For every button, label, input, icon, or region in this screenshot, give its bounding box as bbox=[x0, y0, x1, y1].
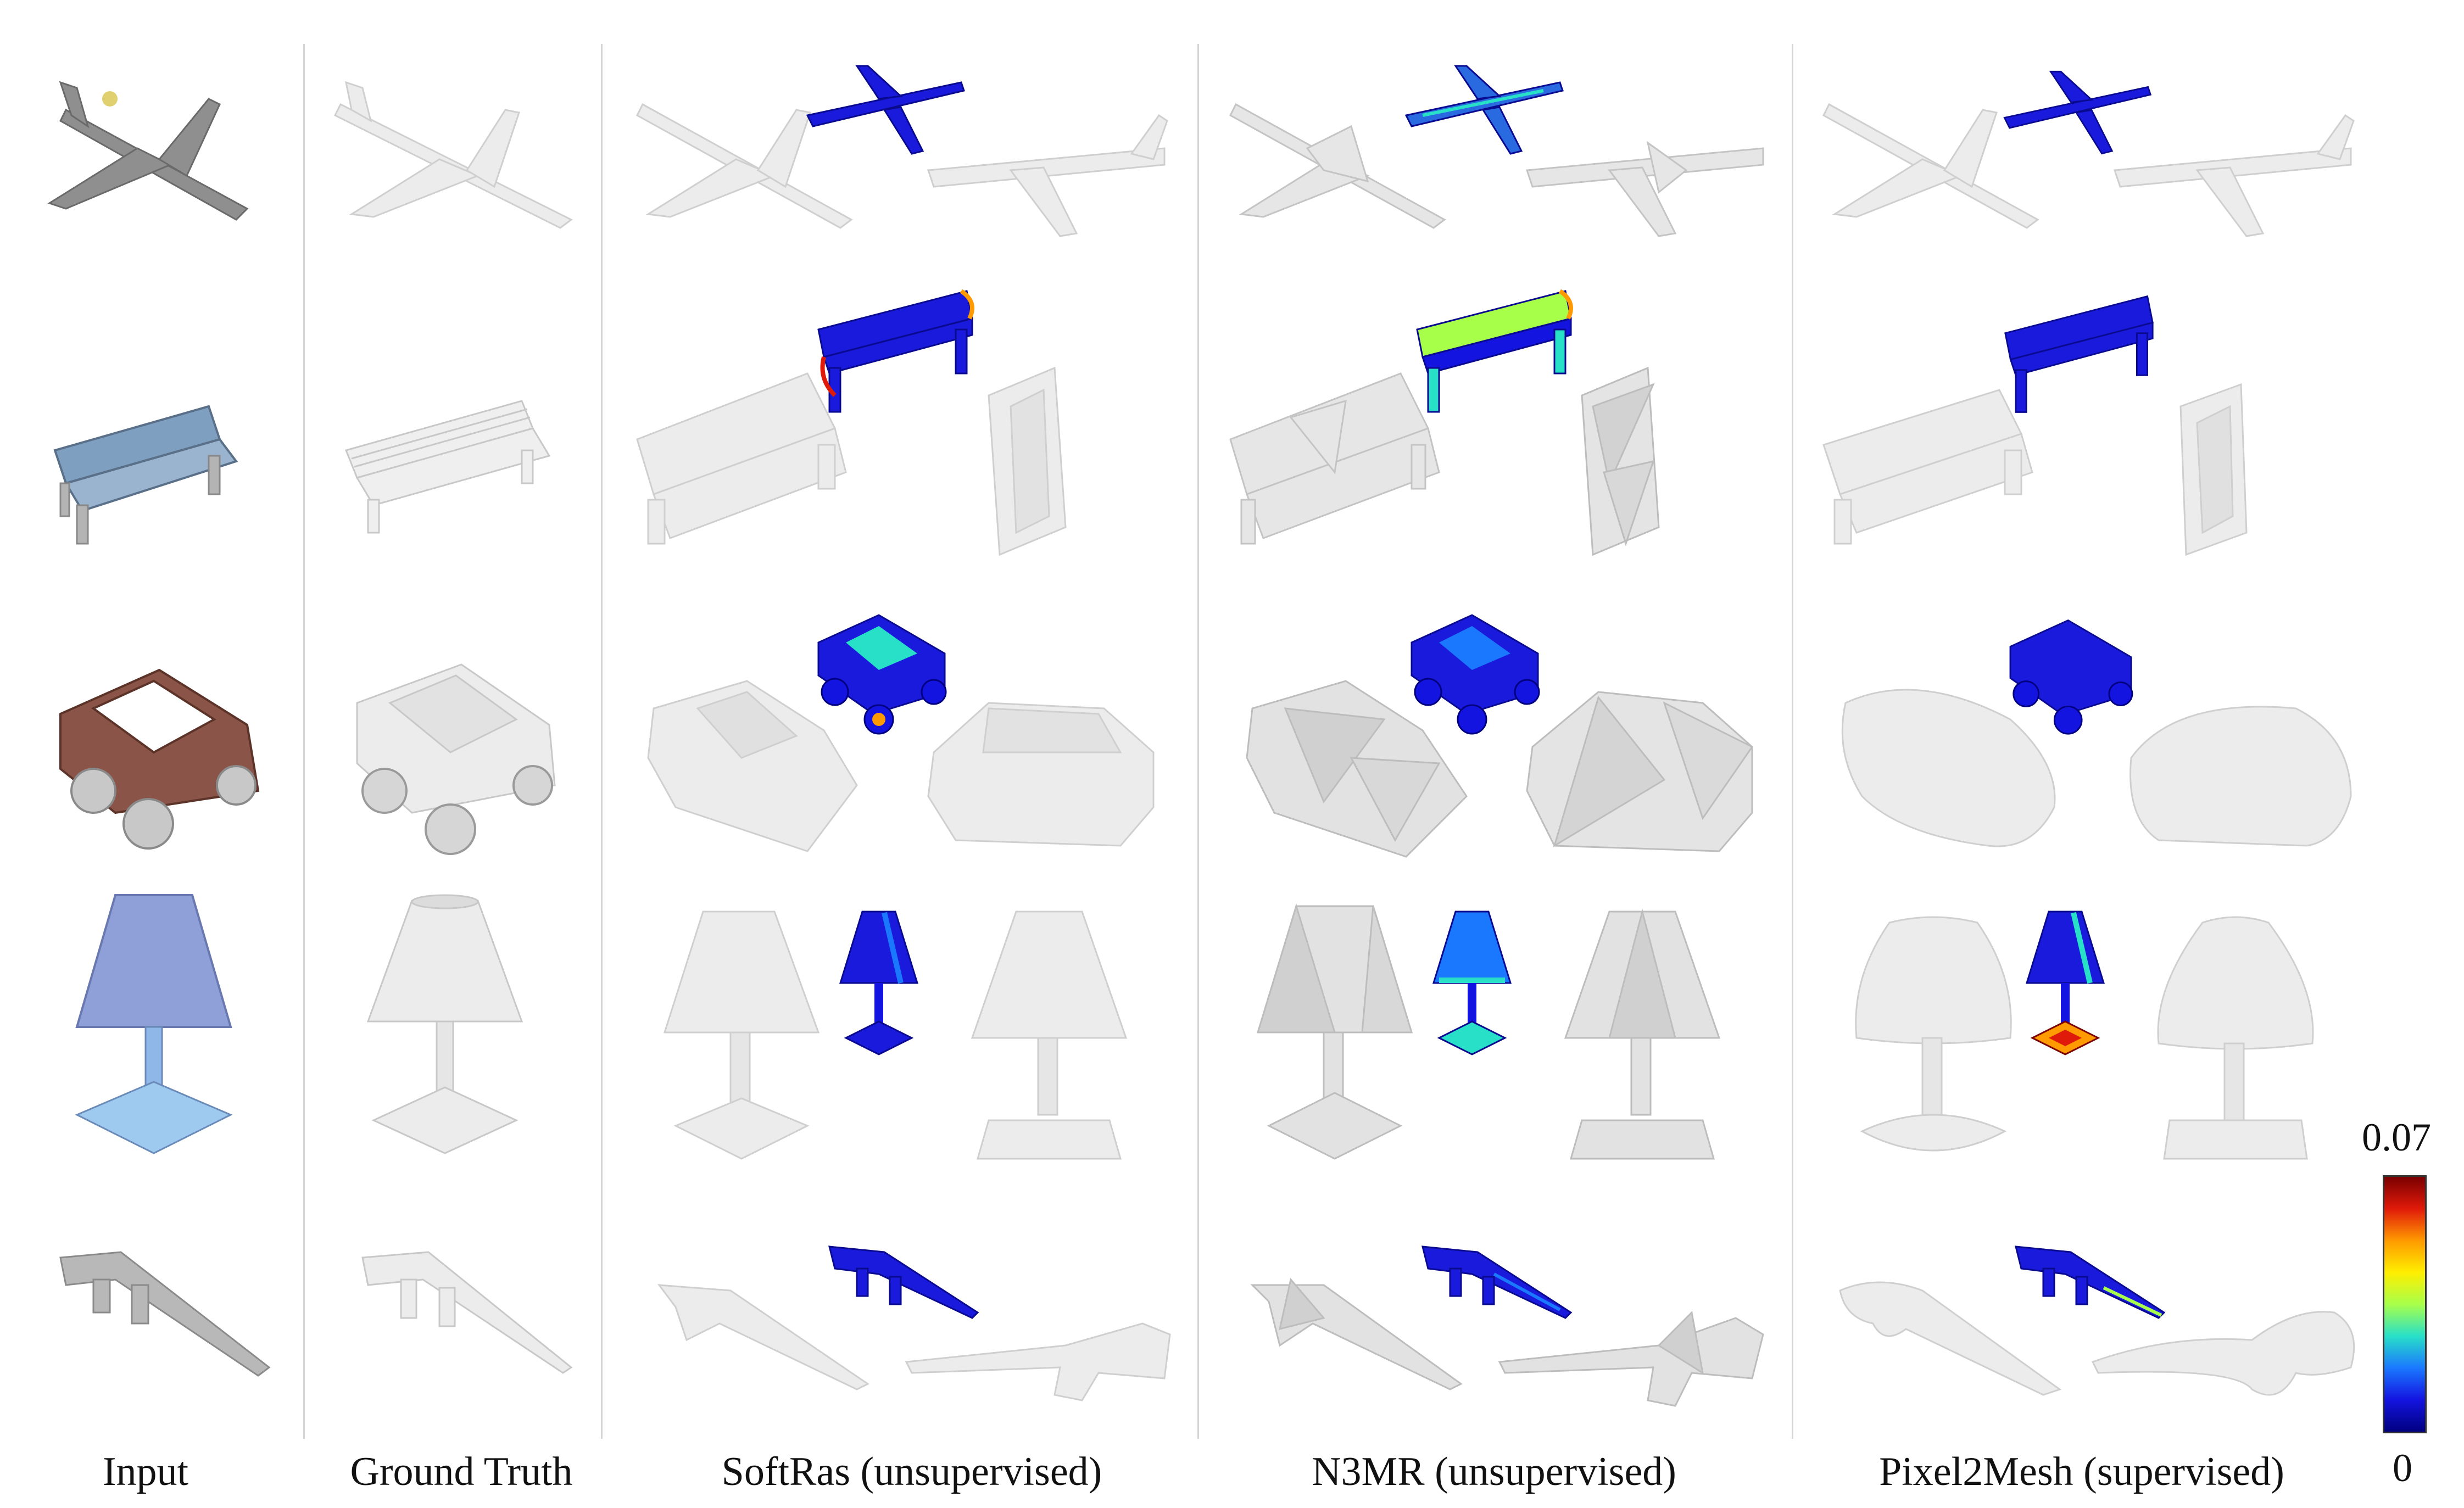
pixel2mesh-bench-view2 bbox=[2164, 373, 2263, 560]
pixel2mesh-airplane-view2 bbox=[2109, 110, 2356, 242]
pixel2mesh-bench-error-map bbox=[1999, 291, 2159, 417]
ground-truth-airplane bbox=[330, 77, 582, 242]
pixel2mesh-lamp-error-map bbox=[2021, 906, 2109, 1060]
softras-rifle-view1 bbox=[654, 1274, 873, 1395]
input-bench-image bbox=[44, 373, 247, 549]
n3mr-car-view1 bbox=[1241, 675, 1478, 862]
column-label-n3mr: N3MR (unsupervised) bbox=[1312, 1449, 1676, 1494]
input-lamp-image bbox=[66, 884, 242, 1159]
pixel2mesh-rifle-error-map bbox=[2010, 1236, 2170, 1323]
ground-truth-bench bbox=[335, 373, 566, 538]
softras-bench-view2 bbox=[978, 362, 1077, 560]
pixel2mesh-airplane-view1 bbox=[1818, 77, 2049, 242]
n3mr-lamp-error-map bbox=[1428, 906, 1516, 1060]
column-label-softras: SoftRas (unsupervised) bbox=[721, 1449, 1102, 1494]
input-airplane-image bbox=[27, 66, 269, 242]
softras-bench-view1 bbox=[632, 362, 851, 560]
softras-car-error-map bbox=[807, 610, 956, 736]
softras-rifle-view2 bbox=[901, 1312, 1175, 1406]
divider-1 bbox=[303, 44, 305, 1439]
pixel2mesh-lamp-view1 bbox=[1851, 912, 2016, 1164]
ground-truth-lamp bbox=[363, 890, 527, 1159]
softras-airplane-error-map bbox=[802, 60, 967, 159]
divider-2 bbox=[601, 44, 603, 1439]
pixel2mesh-rifle-view2 bbox=[2087, 1296, 2362, 1406]
divider-4 bbox=[1792, 44, 1793, 1439]
n3mr-rifle-view1 bbox=[1247, 1269, 1467, 1395]
softras-rifle-error-map bbox=[824, 1236, 983, 1323]
n3mr-airplane-view2 bbox=[1521, 110, 1769, 242]
colorbar-max-label: 0.07 bbox=[2362, 1115, 2431, 1159]
n3mr-bench-view1 bbox=[1225, 362, 1445, 560]
column-label-input: Input bbox=[102, 1449, 189, 1494]
ground-truth-car bbox=[341, 654, 571, 857]
softras-car-view2 bbox=[923, 686, 1164, 857]
n3mr-car-error-map bbox=[1401, 610, 1549, 736]
column-label-ground-truth: Ground Truth bbox=[350, 1449, 573, 1494]
n3mr-car-view2 bbox=[1521, 681, 1763, 862]
pixel2mesh-car-view1 bbox=[1835, 670, 2065, 857]
softras-airplane-view1 bbox=[632, 77, 862, 242]
error-colorbar bbox=[2383, 1175, 2427, 1433]
n3mr-bench-view2 bbox=[1571, 362, 1670, 560]
n3mr-lamp-view1 bbox=[1252, 901, 1417, 1164]
pixel2mesh-lamp-view2 bbox=[2153, 912, 2318, 1164]
input-car-image bbox=[49, 659, 280, 857]
pixel2mesh-rifle-view1 bbox=[1835, 1269, 2065, 1400]
n3mr-airplane-view1 bbox=[1225, 77, 1456, 242]
input-rifle-image bbox=[55, 1236, 275, 1389]
colorbar-min-label: 0 bbox=[2393, 1446, 2412, 1490]
pixel2mesh-airplane-error-map bbox=[1999, 66, 2153, 159]
divider-3 bbox=[1197, 44, 1199, 1439]
n3mr-lamp-view2 bbox=[1560, 906, 1725, 1164]
softras-lamp-view2 bbox=[967, 906, 1131, 1164]
softras-airplane-view2 bbox=[923, 110, 1170, 242]
softras-car-view1 bbox=[643, 675, 868, 857]
softras-lamp-view1 bbox=[659, 906, 824, 1164]
softras-lamp-error-map bbox=[835, 906, 923, 1060]
n3mr-rifle-error-map bbox=[1417, 1236, 1576, 1323]
column-label-pixel2mesh: Pixel2Mesh (supervised) bbox=[1879, 1449, 2284, 1494]
n3mr-rifle-view2 bbox=[1494, 1307, 1769, 1411]
n3mr-airplane-error-map bbox=[1401, 60, 1565, 159]
ground-truth-rifle bbox=[357, 1236, 577, 1389]
pixel2mesh-car-error-map bbox=[1999, 615, 2142, 736]
n3mr-bench-error-map bbox=[1412, 286, 1576, 417]
pixel2mesh-bench-view1 bbox=[1818, 373, 2038, 560]
softras-bench-error-map bbox=[813, 286, 978, 417]
pixel2mesh-car-view2 bbox=[2120, 686, 2362, 857]
